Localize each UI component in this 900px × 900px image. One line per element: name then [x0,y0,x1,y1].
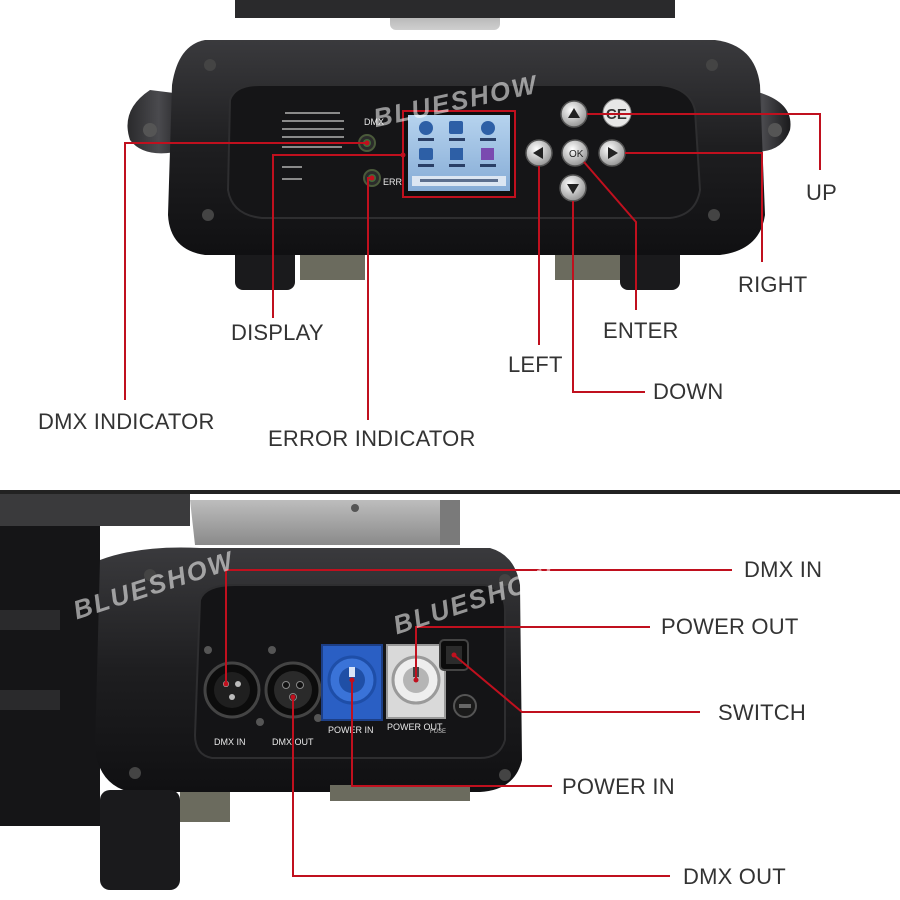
callout-dmx-out: DMX OUT [683,864,786,889]
bottom-callout-lines [225,569,732,877]
lcd-display [402,110,516,198]
callout-right: RIGHT [738,272,808,297]
right-button[interactable] [598,139,626,167]
enter-button[interactable]: OK [561,139,589,167]
fuse-holder[interactable] [453,694,477,718]
up-button[interactable] [560,100,588,128]
callout-up: UP [806,180,837,205]
callout-left: LEFT [508,352,563,377]
top-callout-lines [124,113,821,420]
callout-enter: ENTER [603,318,679,343]
left-button[interactable] [525,139,553,167]
callout-dmx-indicator: DMX INDICATOR [38,409,215,434]
callout-power-out: POWER OUT [661,614,799,639]
down-button[interactable] [559,174,587,202]
power-in-port-label: POWER IN [328,725,374,735]
bottom-fixture: DMX IN DMX OUT POWER IN POWER OUT [0,494,522,890]
svg-text:OK: OK [569,149,584,160]
callout-error-indicator: ERROR INDICATOR [268,426,476,451]
power-out-port-label: POWER OUT [387,722,443,732]
callout-switch: SWITCH [718,700,806,725]
dmx-in-port-label: DMX IN [214,737,246,747]
callout-power-in: POWER IN [562,774,675,799]
top-fixture: DMX ERR CE [127,0,791,290]
callout-display: DISPLAY [231,320,324,345]
dmx-out-connector[interactable] [264,646,322,722]
callout-dmx-in: DMX IN [744,557,823,582]
dmx-led-label: DMX [364,117,384,127]
err-led-label: ERR [383,177,403,187]
callout-down: DOWN [653,379,724,404]
fuse-label: FUSE [430,729,446,735]
